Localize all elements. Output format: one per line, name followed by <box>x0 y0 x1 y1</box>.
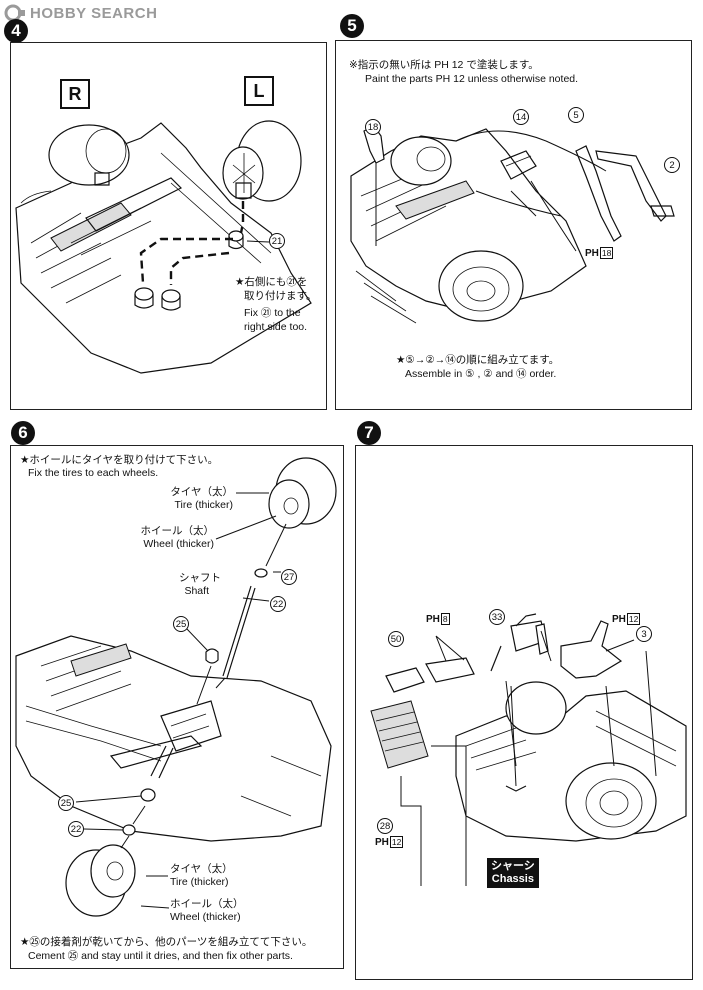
chassis-label: シャーシ Chassis <box>487 858 539 888</box>
part-number-27: 27 <box>281 569 297 585</box>
part-number-50: 50 <box>388 631 404 647</box>
paint-code-prefix: PH <box>426 614 440 625</box>
step-4-diagram <box>15 120 312 374</box>
part-number-25-bottom: 25 <box>58 795 74 811</box>
step-6-panel: ★ホイールにタイヤを取り付けて下さい。 Fix the tires to eac… <box>10 445 344 969</box>
step-5-paint-jp: ※指示の無い所は PH 12 で塗装します。 <box>349 59 539 71</box>
step-4-note-jp-1: ★右側にも㉑を <box>235 276 308 288</box>
part-number-28: 28 <box>377 818 393 834</box>
part-number-18: 18 <box>365 119 381 135</box>
paint-code-number: 12 <box>389 836 404 848</box>
step-6-header-jp: ★ホイールにタイヤを取り付けて下さい。 <box>20 454 219 466</box>
watermark: HOBBY SEARCH <box>4 2 157 24</box>
step-5-diagram <box>350 125 675 324</box>
step-5-panel: ※指示の無い所は PH 12 で塗装します。 Paint the parts P… <box>335 40 692 410</box>
left-side-label: L <box>244 76 274 106</box>
step-6-diagram <box>15 457 337 917</box>
part-number-14: 14 <box>513 109 529 125</box>
step-6-footer-jp: ★㉕の接着剤が乾いてから、他のパーツを組み立てて下さい。 <box>20 936 313 948</box>
paint-code-prefix: PH <box>375 837 389 848</box>
part-number-22-top: 22 <box>270 596 286 612</box>
step-4-note-en-1: Fix ㉑ to the <box>244 307 301 319</box>
tire-bottom-label-jp: タイヤ（太） <box>170 863 233 875</box>
step-5-order-en: Assemble in ⑤ , ② and ⑭ order. <box>405 368 557 380</box>
wheel-top-label-en: Wheel (thicker) <box>143 538 214 550</box>
wheel-top-label-jp: ホイール（太） <box>140 525 215 537</box>
tire-top-label-jp: タイヤ（太） <box>170 486 233 498</box>
step-5-order-jp: ★⑤→②→⑭の順に組み立てます。 <box>396 354 560 366</box>
step-6-footer-en: Cement ㉕ and stay until it dries, and th… <box>28 950 293 962</box>
part-number-21: 21 <box>269 233 285 249</box>
step-number-4: 4 <box>4 19 28 43</box>
right-side-label: R <box>60 79 90 109</box>
chassis-label-en: Chassis <box>491 873 534 885</box>
step-6-header-en: Fix the tires to each wheels. <box>28 467 159 479</box>
paint-code-prefix: PH <box>612 614 626 625</box>
tire-bottom-label-en: Tire (thicker) <box>170 876 229 888</box>
watermark-text: HOBBY SEARCH <box>30 4 158 22</box>
part-number-2: 2 <box>664 157 680 173</box>
step-number-5: 5 <box>340 14 364 38</box>
step-5-paint-en: Paint the parts PH 12 unless otherwise n… <box>365 73 579 85</box>
step-7-diagram <box>370 613 687 886</box>
wheel-bottom-label-en: Wheel (thicker) <box>170 911 241 923</box>
part-number-3: 3 <box>636 626 652 642</box>
tire-top-label-en: Tire (thicker) <box>174 499 233 511</box>
paint-code-number: 8 <box>440 613 450 625</box>
paint-code-number: 12 <box>626 613 641 625</box>
step-4-panel: R L 21 ★右側にも㉑を 取り付けます。 Fix ㉑ to the righ… <box>10 42 327 410</box>
part-number-33: 33 <box>489 609 505 625</box>
part-number-25-top: 25 <box>173 616 189 632</box>
part-number-5: 5 <box>568 107 584 123</box>
chassis-label-jp: シャーシ <box>491 860 535 872</box>
step-4-note-jp-2: 取り付けます。 <box>244 290 317 302</box>
part-number-22-bottom: 22 <box>68 821 84 837</box>
shaft-label-jp: シャフト <box>179 572 221 584</box>
step-4-note-en-2: right side too. <box>244 321 308 333</box>
paint-code-number: 18 <box>599 247 614 259</box>
wheel-bottom-label-jp: ホイール（太） <box>170 898 244 910</box>
step-number-7: 7 <box>357 421 381 445</box>
paint-code-prefix: PH <box>585 248 599 259</box>
shaft-label-en: Shaft <box>184 585 209 597</box>
step-number-6: 6 <box>11 421 35 445</box>
